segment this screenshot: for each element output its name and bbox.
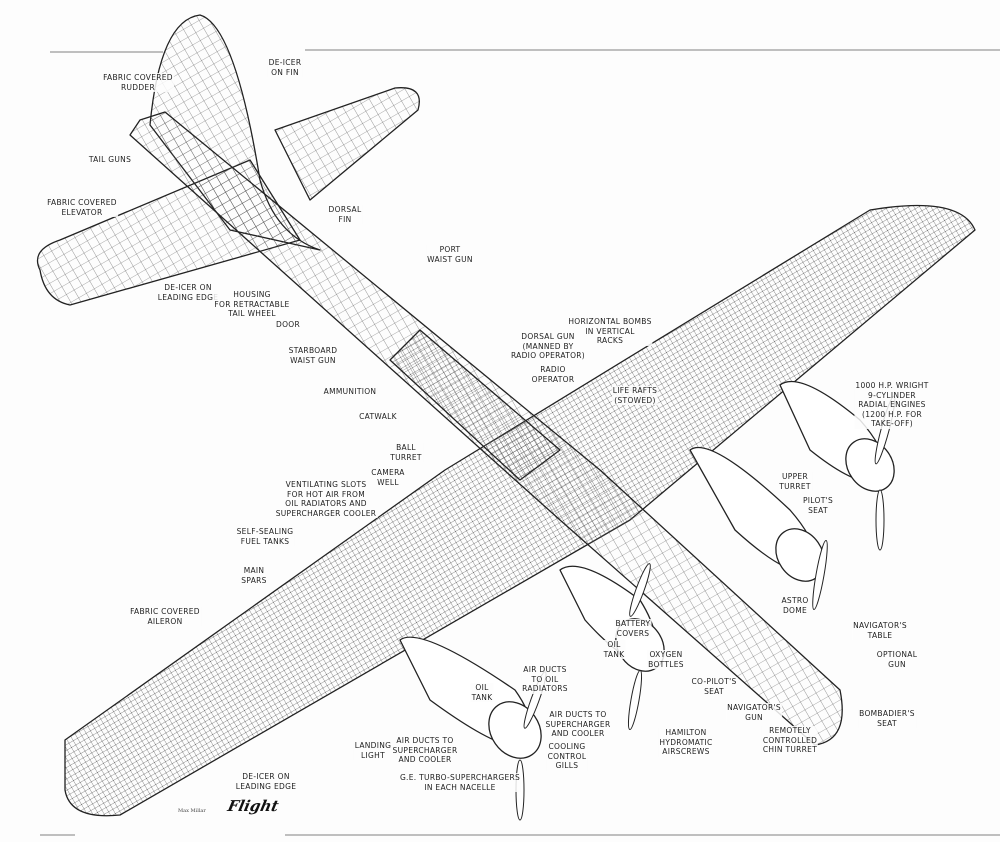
label-ball-turret: Ball turret	[389, 443, 423, 462]
main-wing	[64, 204, 976, 817]
label-camera-well: Camera well	[370, 468, 406, 487]
label-navigators-gun: Navigator's gun	[726, 703, 782, 722]
label-chin-turret: Remotely controlled chin turret	[761, 726, 819, 755]
label-dorsal-gun: Dorsal gun (manned by radio operator)	[509, 332, 587, 361]
label-door: Door	[275, 320, 301, 330]
artist-signature: Max Millar	[178, 808, 206, 814]
label-dorsal-fin: Dorsal fin	[327, 205, 363, 224]
label-air-ducts-supercharger-outer: Air ducts to supercharger and cooler	[391, 736, 459, 765]
label-astro-dome: Astro dome	[780, 596, 810, 615]
label-fabric-covered-aileron: Fabric covered aileron	[129, 607, 201, 626]
label-landing-light: Landing light	[353, 741, 393, 760]
label-air-ducts-oil-radiators: Air ducts to oil radiators	[521, 665, 569, 694]
label-life-rafts: Life rafts (stowed)	[611, 386, 659, 405]
label-fuel-tanks: Self-sealing fuel tanks	[235, 527, 295, 546]
label-starboard-waist-gun: Starboard waist gun	[287, 346, 339, 365]
label-turbo-superchargers: G.E. turbo-superchargers in each nacelle	[398, 773, 522, 792]
label-oil-tank-inner: Oil tank	[602, 640, 626, 659]
label-navigators-table: Navigator's table	[852, 621, 908, 640]
label-fabric-covered-rudder: Fabric covered rudder	[102, 73, 174, 92]
label-hamilton-airscrews: Hamilton hydromatic airscrews	[658, 728, 714, 757]
flight-logo: Flight	[226, 797, 281, 815]
label-cooling-control-gills: Cooling control gills	[546, 742, 588, 771]
label-radio-operator: Radio operator	[530, 365, 576, 384]
label-oil-tank-outer: Oil tank	[470, 683, 494, 702]
label-upper-turret: Upper turret	[778, 472, 812, 491]
label-battery-covers: Battery covers	[614, 619, 652, 638]
label-de-icer-wing: De-icer on leading edge	[234, 772, 298, 791]
label-main-spars: Main spars	[240, 566, 268, 585]
label-oxygen-bottles: Oxygen bottles	[647, 650, 685, 669]
label-co-pilots-seat: Co-pilot's seat	[690, 677, 738, 696]
label-bombadiers-seat: Bombadier's seat	[858, 709, 916, 728]
engine-nacelles	[399, 380, 895, 759]
label-ventilating-slots: Ventilating slots for hot air from oil r…	[274, 480, 378, 518]
label-catwalk: Catwalk	[358, 412, 398, 422]
frame-rules	[40, 49, 1000, 836]
label-port-waist-gun: Port waist gun	[426, 245, 474, 264]
label-radial-engines: 1000 H.P. Wright 9-cylinder radial engin…	[854, 381, 930, 429]
label-air-ducts-supercharger-inner: Air ducts to supercharger and cooler	[544, 710, 612, 739]
label-pilots-seat: Pilot's seat	[801, 496, 835, 515]
label-optional-gun: Optional gun	[875, 650, 919, 669]
label-ammunition: Ammunition	[322, 387, 378, 397]
label-de-icer-tailplane: De-icer on leading edge	[156, 283, 220, 302]
label-de-icer-on-fin: De-icer on fin	[267, 58, 303, 77]
label-tail-guns: Tail guns	[87, 155, 133, 165]
port-tailplane	[274, 87, 420, 201]
label-tail-wheel-housing: Housing for retractable tail wheel	[213, 290, 291, 319]
label-fabric-covered-elevator: Fabric covered elevator	[46, 198, 118, 217]
